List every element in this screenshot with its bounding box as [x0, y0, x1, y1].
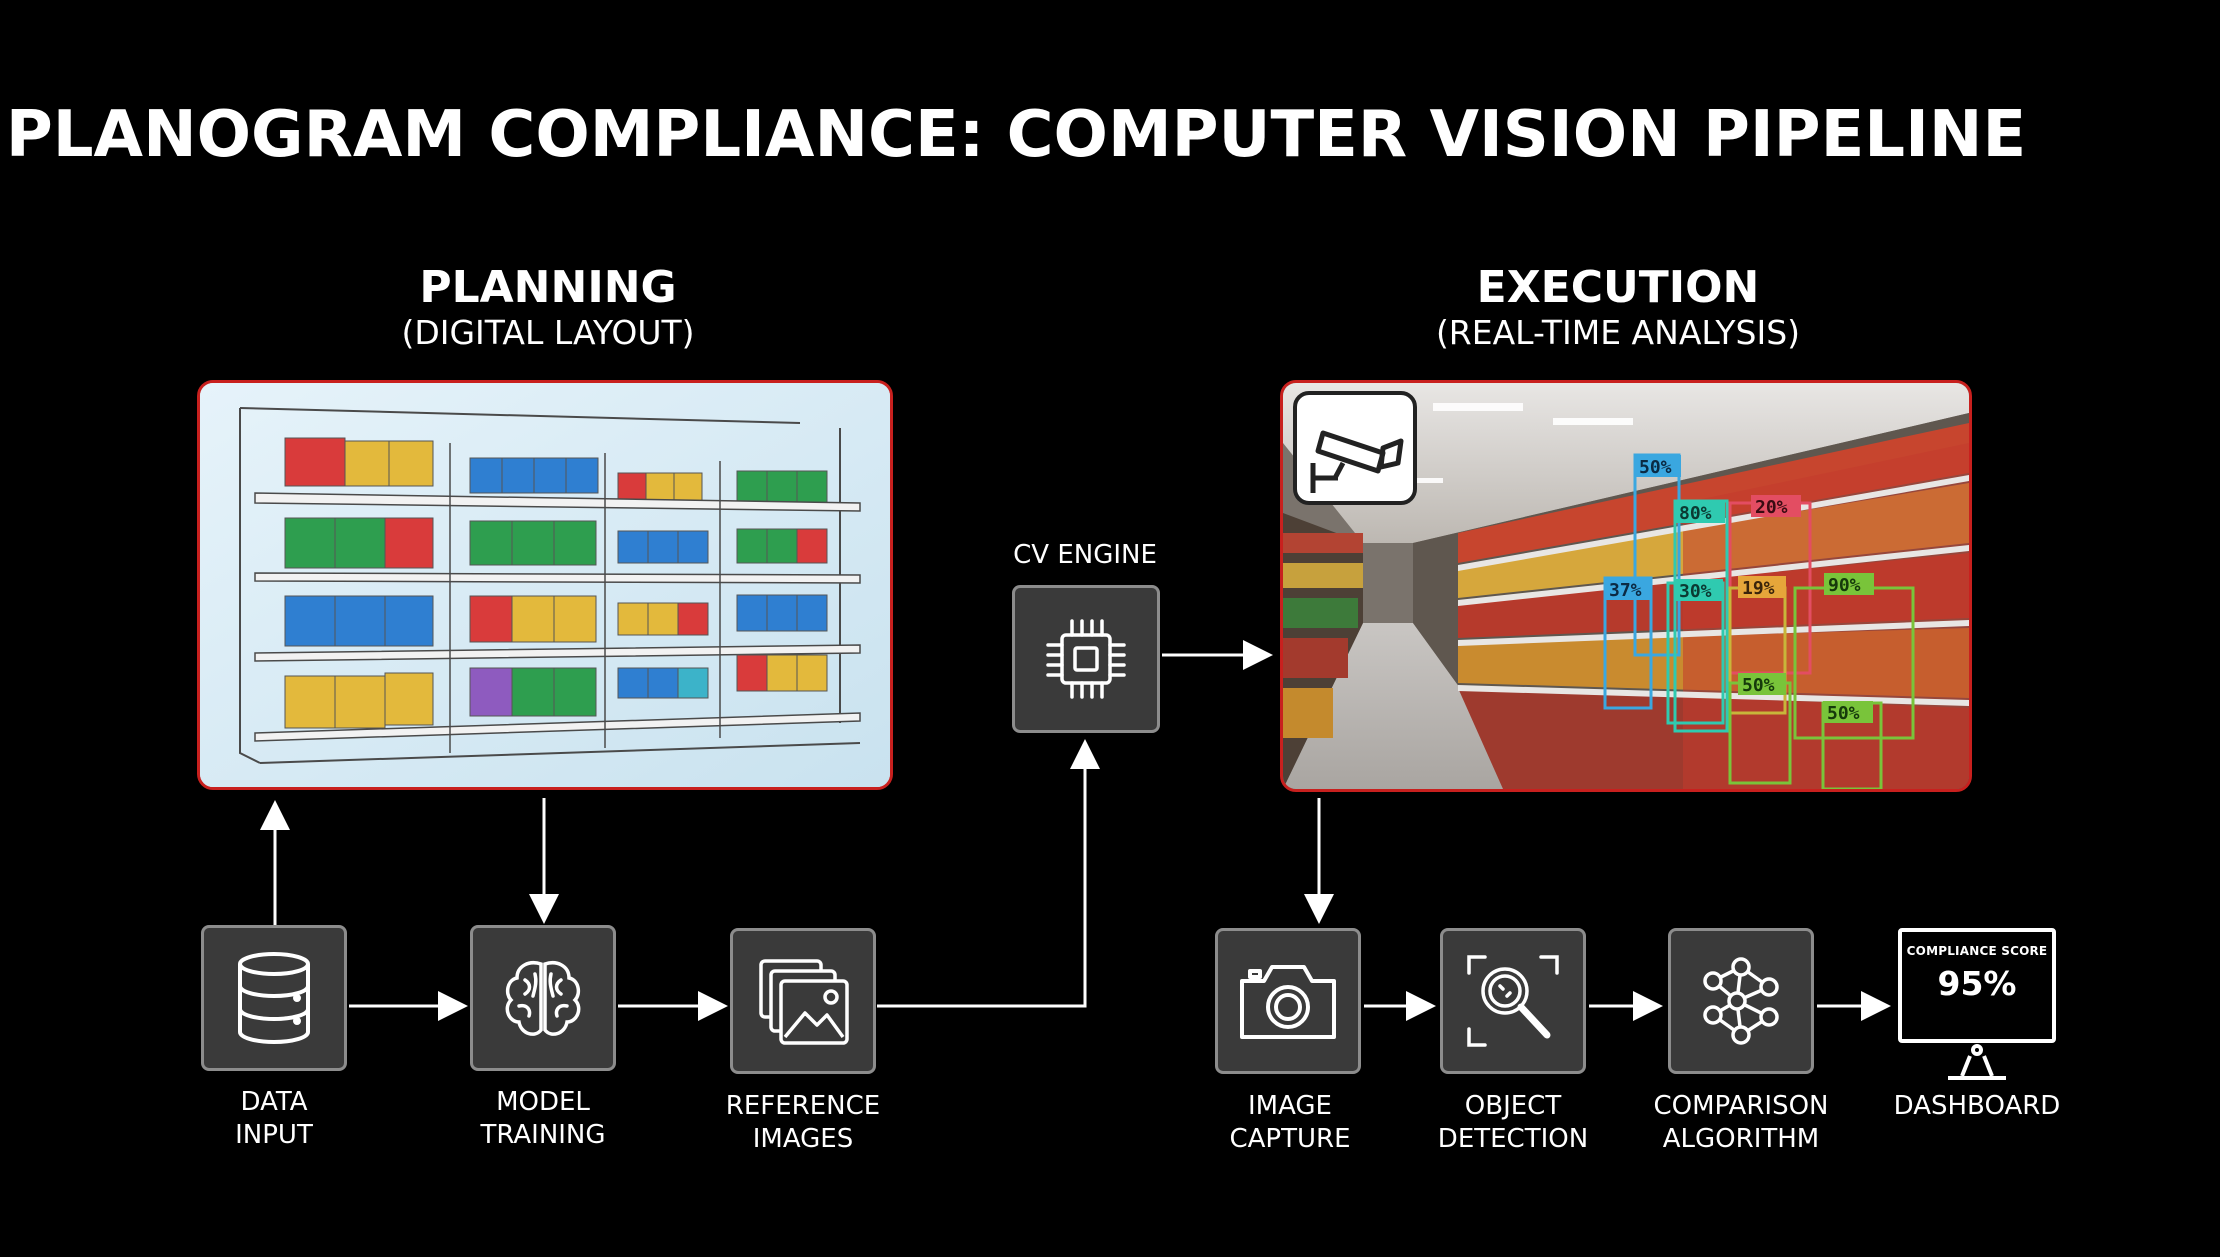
comparison-algorithm-node	[1668, 928, 1814, 1074]
security-camera-badge	[1293, 391, 1417, 505]
shelf-row-2	[284, 517, 828, 569]
shelf-row-4	[284, 654, 828, 729]
detection-label-1: 50%	[1639, 457, 1672, 478]
dashboard-label: DASHBOARD	[1893, 1091, 2061, 1121]
arrow-images-to-engine	[877, 739, 1100, 1008]
store-aisle-scene: 50% 80% 20% 37% 30% 19% 90% 50% 50%	[1283, 383, 1969, 789]
object-detection-node	[1440, 928, 1586, 1074]
dashboard-node: COMPLIANCE SCORE 95%	[1898, 928, 2056, 1083]
reference-images-node	[730, 928, 876, 1074]
monitor-icon: COMPLIANCE SCORE 95%	[1898, 928, 2056, 1043]
security-camera-icon	[1315, 430, 1386, 474]
network-icon	[1703, 957, 1779, 1045]
detection-label-3: 20%	[1755, 497, 1788, 518]
detection-labels: 50% 80% 20% 37% 30% 19% 90% 50% 50%	[1605, 455, 1874, 724]
database-icon	[238, 952, 310, 1044]
planogram-layout-panel	[197, 380, 893, 790]
model-training-node	[470, 925, 616, 1071]
camera-icon	[1240, 965, 1336, 1039]
shelf-layout-illustration	[200, 383, 890, 787]
model-training-label: MODEL TRAINING	[480, 1087, 606, 1150]
brain-icon	[505, 961, 581, 1036]
magnifier-icon	[1467, 955, 1559, 1047]
planning-header: PLANNING (DIGITAL LAYOUT)	[348, 262, 748, 352]
object-detection-label: OBJECT DETECTION	[1437, 1091, 1589, 1154]
detection-label-6: 19%	[1742, 578, 1775, 599]
execution-header: EXECUTION (REAL-TIME ANALYSIS)	[1418, 262, 1818, 352]
images-icon	[759, 959, 849, 1045]
detection-label-2: 80%	[1679, 503, 1712, 524]
reference-images-label: REFERENCE IMAGES	[725, 1091, 881, 1154]
detection-label-9: 50%	[1827, 703, 1860, 724]
comparison-algorithm-label: COMPARISON ALGORITHM	[1653, 1091, 1829, 1154]
compliance-score-label: COMPLIANCE SCORE	[1906, 944, 2048, 958]
cv-engine-node	[1012, 585, 1160, 733]
left-shelf-products	[1283, 533, 1363, 738]
data-input-node	[201, 925, 347, 1071]
data-input-label: DATA INPUT	[235, 1087, 313, 1150]
detection-label-4: 37%	[1609, 580, 1642, 601]
shelf-row-1	[284, 437, 828, 504]
store-aisle-panel: 50% 80% 20% 37% 30% 19% 90% 50% 50%	[1280, 380, 1972, 792]
image-capture-node	[1215, 928, 1361, 1074]
planning-subheading: (DIGITAL LAYOUT)	[401, 313, 695, 352]
cv-engine-label: CV ENGINE	[1013, 540, 1157, 570]
planning-heading: PLANNING	[419, 262, 677, 313]
compliance-score-value: 95%	[1937, 964, 2017, 1003]
execution-subheading: (REAL-TIME ANALYSIS)	[1435, 313, 1801, 352]
image-capture-label: IMAGE CAPTURE	[1229, 1091, 1351, 1154]
detection-label-8: 50%	[1742, 675, 1775, 696]
page-title: PLANOGRAM COMPLIANCE: COMPUTER VISION PI…	[5, 98, 2027, 172]
execution-heading: EXECUTION	[1476, 262, 1760, 313]
shelf-row-3	[284, 594, 828, 647]
chip-icon	[1046, 619, 1126, 699]
detection-label-7: 90%	[1828, 575, 1861, 596]
detection-label-5: 30%	[1679, 581, 1712, 602]
